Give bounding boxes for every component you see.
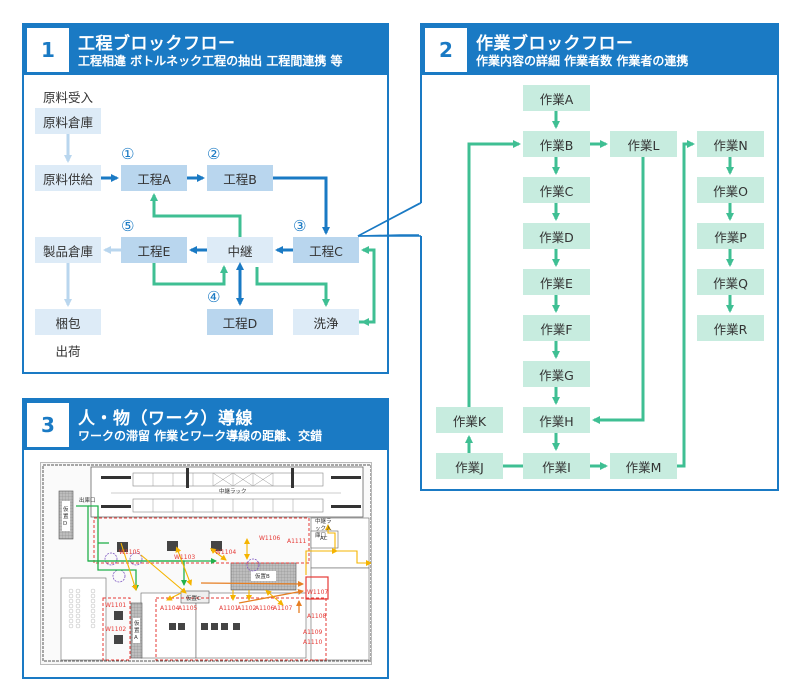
panel-subtitle: 作業内容の詳細 作業者数 作業者の連携 (476, 54, 689, 68)
label-a1111: A1111 (287, 538, 307, 545)
work-c-node: 作業C (523, 177, 590, 203)
panel-number: 2 (425, 28, 467, 72)
label-a1109: A1109 (303, 629, 323, 636)
label-w1102: W1102 (105, 626, 127, 633)
work-b-node: 作業B (523, 131, 590, 157)
panel-title: 人・物（ワーク）導線 (78, 409, 253, 429)
panel-title: 工程ブロックフロー (78, 34, 236, 54)
marker-3: ③ (293, 217, 307, 235)
work-l-node: 作業L (610, 131, 677, 157)
floor-plan-drawing (42, 464, 371, 662)
relay-rack-entry-label: 中継ラック入庫口 (315, 519, 332, 539)
floor-plan: 中継ラック 中継ラック入庫口 出庫口 仮置D 仮置A 仮置B 仮置C AC W1… (40, 462, 372, 665)
panel-title: 作業ブロックフロー (476, 34, 634, 54)
process-e-node: 工程E (121, 237, 187, 263)
washing-node: 洗浄 (293, 309, 359, 335)
shipping-exit-label: 出庫口 (79, 498, 96, 504)
work-m-node: 作業M (610, 453, 677, 479)
temp-a-label: 仮置A (134, 621, 140, 641)
raw-warehouse-node: 原料倉庫 (35, 108, 101, 134)
label-a1106: A1106 (255, 605, 275, 612)
temp-b-label: 仮置B (255, 574, 270, 580)
panel-header: 1 工程ブロックフロー 工程相違 ボトルネック工程の抽出 工程間連携 等 (24, 25, 387, 75)
work-g-node: 作業G (523, 361, 590, 387)
work-h-node: 作業H (523, 407, 590, 433)
temp-d-label: 仮置D (63, 507, 69, 527)
marker-5: ⑤ (121, 217, 135, 235)
work-f-node: 作業F (523, 315, 590, 341)
label-w1103: W1103 (174, 554, 196, 561)
work-k-node: 作業K (436, 407, 503, 433)
panel-header: 2 作業ブロックフロー 作業内容の詳細 作業者数 作業者の連携 (422, 25, 777, 75)
label-a1102: A1102 (237, 605, 257, 612)
packing-node: 梱包 (35, 309, 101, 335)
raw-supply-node: 原料供給 (35, 165, 101, 191)
label-w1106: W1106 (259, 535, 281, 542)
panel-number: 3 (27, 403, 69, 447)
work-o-node: 作業O (697, 177, 764, 203)
product-warehouse-node: 製品倉庫 (35, 237, 101, 263)
label-w1107: W1107 (307, 589, 329, 596)
panel-subtitle: 工程相違 ボトルネック工程の抽出 工程間連携 等 (78, 54, 343, 68)
work-j-node: 作業J (436, 453, 503, 479)
work-i-node: 作業I (523, 453, 590, 479)
panel-subtitle: ワークの滞留 作業とワーク導線の距離、交錯 (78, 429, 323, 443)
marker-4: ④ (207, 288, 221, 306)
label-w1101: W1101 (105, 602, 127, 609)
work-q-node: 作業Q (697, 269, 764, 295)
temp-c-label: 仮置C (186, 596, 201, 602)
panel-header: 3 人・物（ワーク）導線 ワークの滞留 作業とワーク導線の距離、交錯 (24, 400, 387, 450)
label-a1108: A1108 (307, 613, 327, 620)
label-w1105: W1105 (119, 549, 141, 556)
panel-number: 1 (27, 28, 69, 72)
raw-receiving-label: 原料受入 (42, 89, 93, 105)
work-e-node: 作業E (523, 269, 590, 295)
work-r-node: 作業R (697, 315, 764, 341)
process-d-node: 工程D (207, 309, 273, 335)
process-a-node: 工程A (121, 165, 187, 191)
work-p-node: 作業P (697, 223, 764, 249)
label-a1104: A1104 (160, 605, 180, 612)
work-a-node: 作業A (523, 85, 590, 111)
ac-label: AC (320, 536, 328, 542)
label-a1101: A1101 (219, 605, 239, 612)
work-n-node: 作業N (697, 131, 764, 157)
marker-1: ① (121, 145, 135, 163)
work-d-node: 作業D (523, 223, 590, 249)
process-b-node: 工程B (207, 165, 273, 191)
relay-rack-label: 中継ラック (219, 489, 247, 495)
label-a1105: A1105 (178, 605, 198, 612)
label-a1110: A1110 (303, 639, 323, 646)
label-w1104: W1104 (215, 549, 237, 556)
process-c-node: 工程C (293, 237, 359, 263)
shipping-label: 出荷 (55, 343, 81, 359)
label-a1107: A1107 (273, 605, 293, 612)
marker-2: ② (207, 145, 221, 163)
relay-node: 中継 (207, 237, 273, 263)
